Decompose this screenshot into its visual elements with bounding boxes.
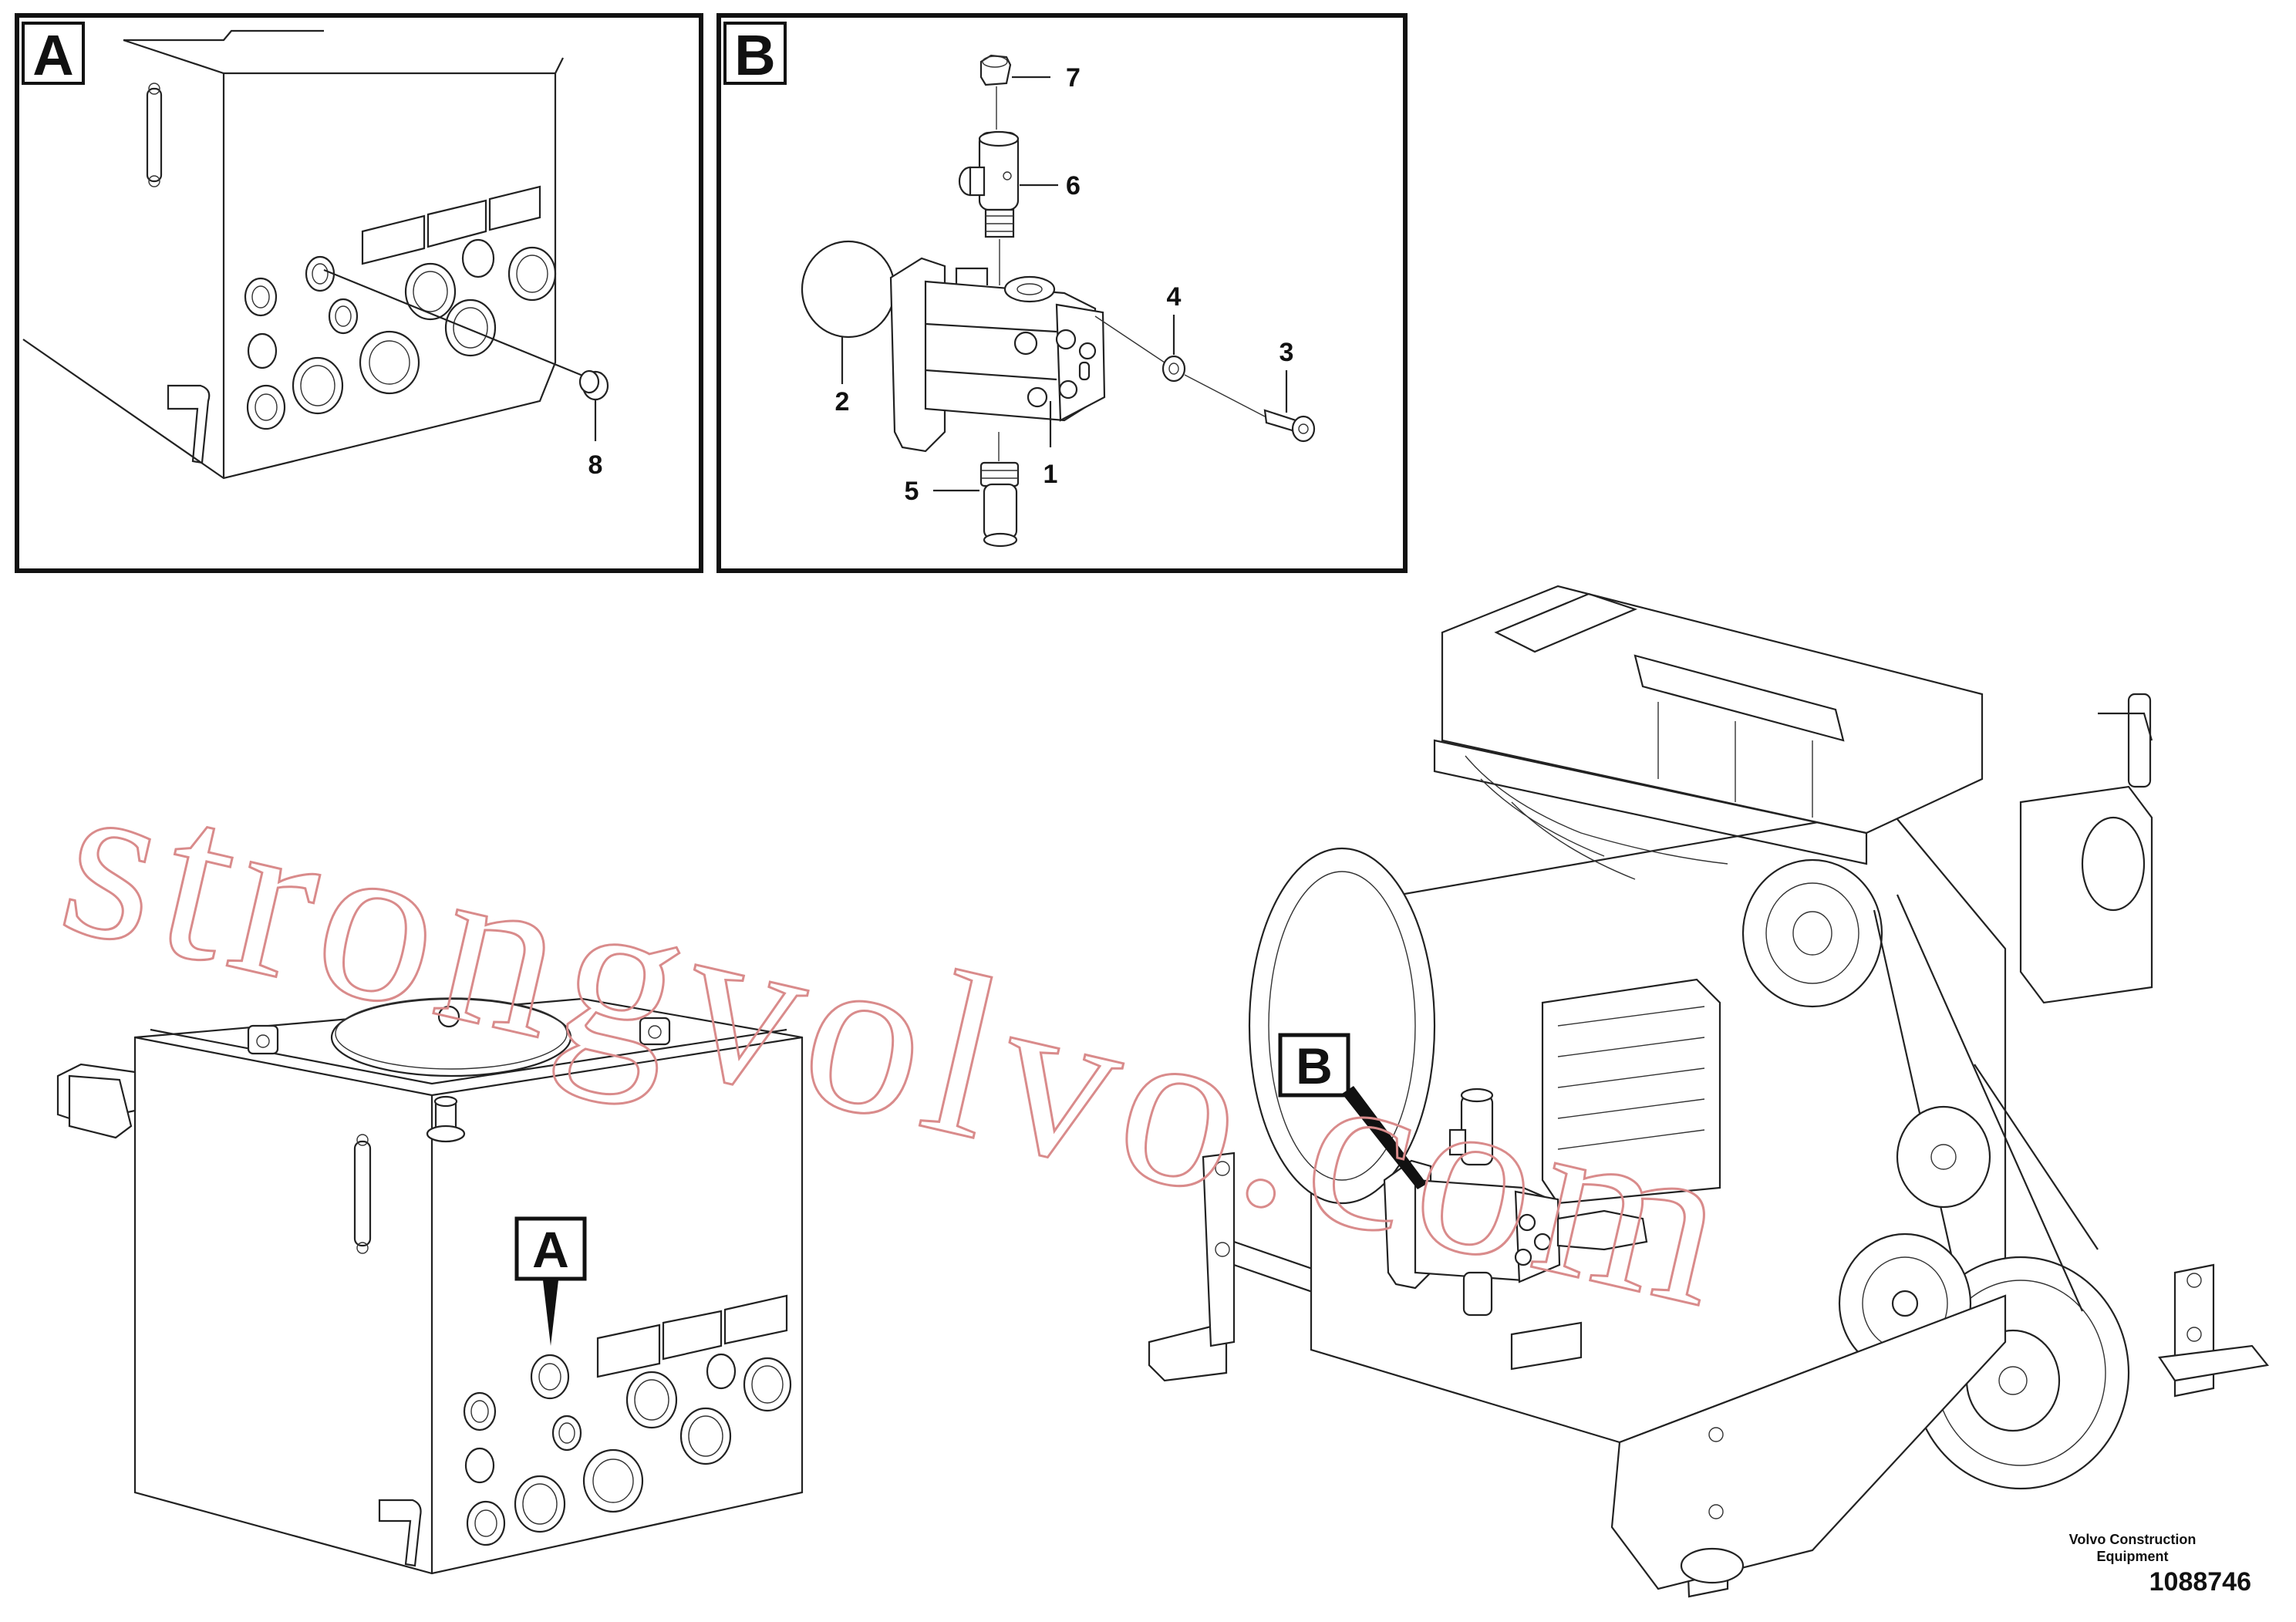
view-b-marker-label: B bbox=[1296, 1037, 1333, 1094]
view-a-marker-label: A bbox=[532, 1221, 569, 1278]
bolt-part-3 bbox=[1263, 409, 1316, 443]
view-a-marker: A bbox=[514, 1216, 587, 1346]
hydraulic-tank bbox=[56, 997, 804, 1575]
footer-brand: Volvo Construction Equipment bbox=[2017, 1531, 2248, 1565]
callout-3: 3 bbox=[1279, 338, 1294, 367]
callout-8: 8 bbox=[588, 450, 603, 480]
pump-on-engine bbox=[1383, 1088, 1648, 1317]
view-b-label: B bbox=[734, 23, 775, 87]
detail-view-b: B 7 6 2 bbox=[716, 13, 1408, 573]
gear-pump-part-1 bbox=[889, 257, 1106, 453]
washer-part-4 bbox=[1161, 355, 1186, 383]
view-b-marker: B bbox=[1278, 1033, 1427, 1189]
footer-brand-line1: Volvo Construction bbox=[2068, 1532, 2197, 1547]
fitting-part-5 bbox=[979, 461, 1020, 548]
tee-fitting-part-6 bbox=[958, 130, 1020, 238]
drawing-reference-number: 1088746 bbox=[2149, 1567, 2251, 1597]
view-a-label: A bbox=[32, 23, 73, 87]
detail-view-a: A bbox=[15, 13, 703, 573]
callout-4: 4 bbox=[1167, 282, 1182, 312]
plug-part-7 bbox=[979, 54, 1012, 86]
callout-6: 6 bbox=[1066, 171, 1081, 201]
callout-1: 1 bbox=[1043, 460, 1058, 489]
callout-7: 7 bbox=[1066, 63, 1081, 93]
footer-brand-line2: Equipment bbox=[2096, 1549, 2169, 1564]
callout-2: 2 bbox=[835, 387, 850, 416]
tank-corner-detail bbox=[22, 29, 564, 480]
callout-5: 5 bbox=[905, 477, 919, 506]
